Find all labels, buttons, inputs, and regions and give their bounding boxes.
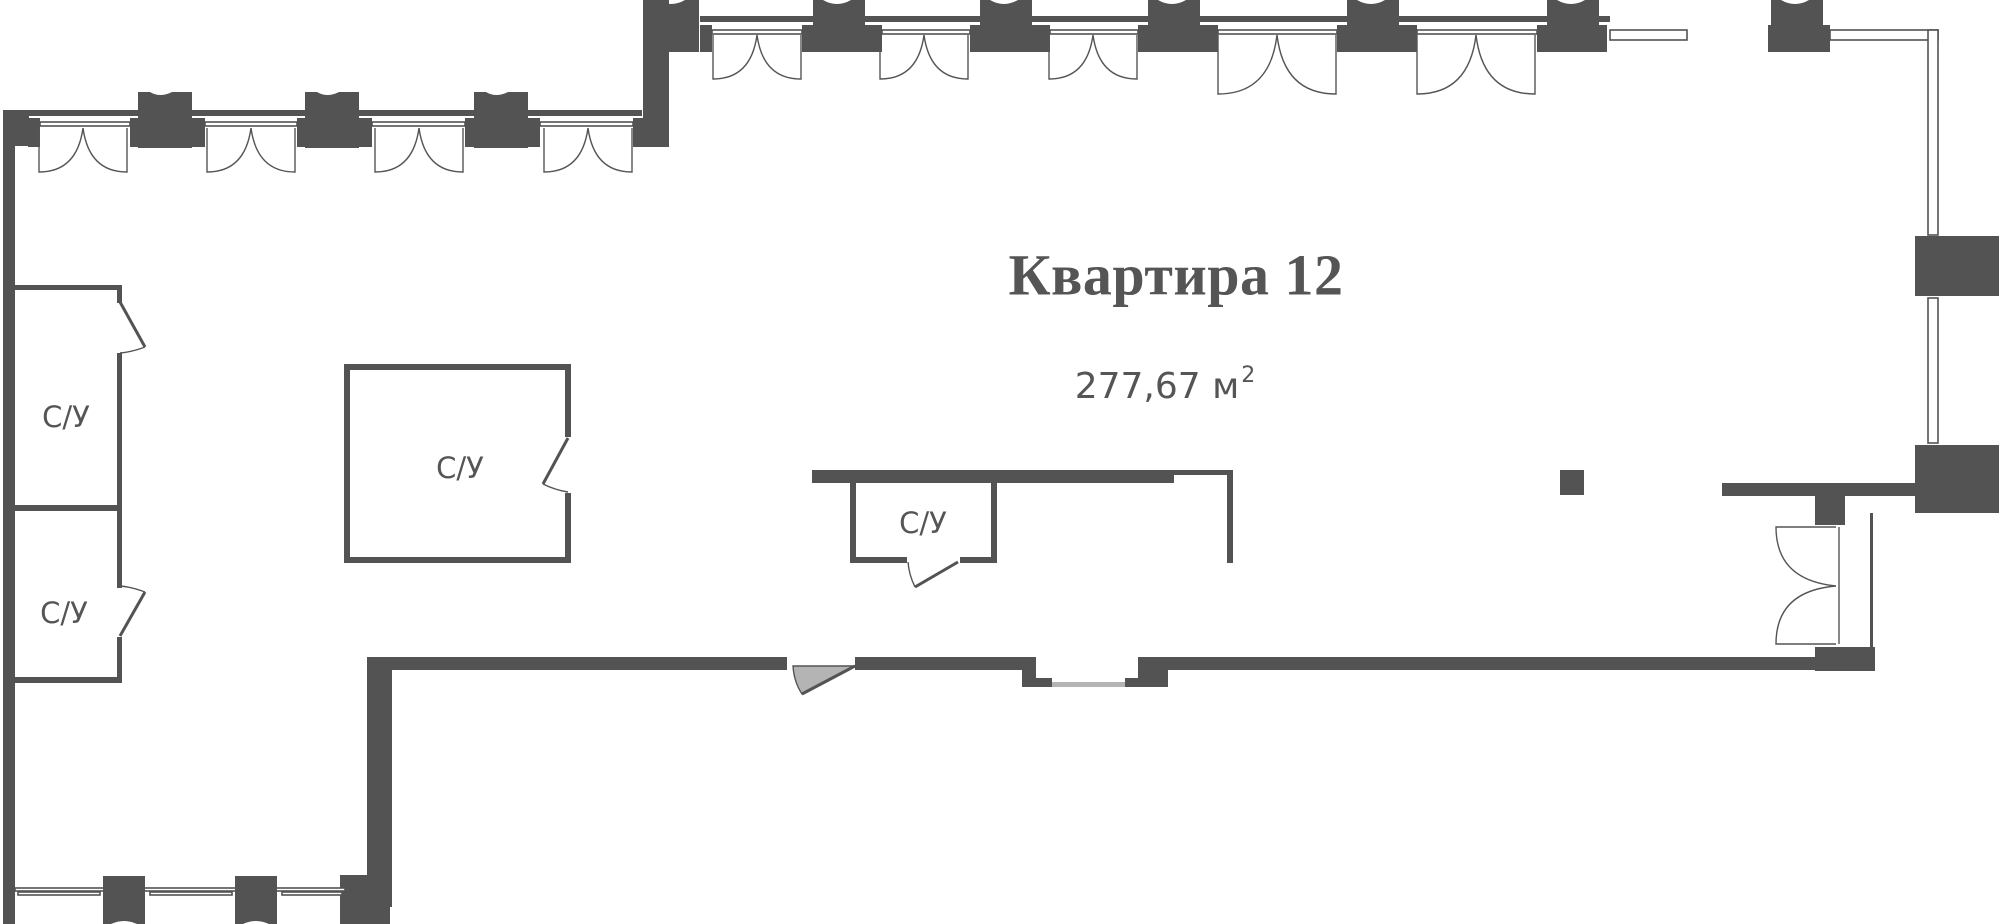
room-bathroom-left-upper[interactable]: С/У xyxy=(42,400,90,434)
facade-piers xyxy=(28,0,1830,924)
area-value: 277,67 м xyxy=(1074,366,1240,407)
room-bathroom-center-left[interactable]: С/У xyxy=(436,451,484,485)
room-bathroom-center[interactable]: С/У xyxy=(899,506,947,540)
window-glazing xyxy=(17,29,1538,896)
area-unit-superscript: 2 xyxy=(1241,363,1256,388)
interior-walls xyxy=(8,285,1584,683)
french-doors xyxy=(38,34,1840,645)
entry-door[interactable] xyxy=(792,664,856,696)
room-bathroom-left-lower[interactable]: С/У xyxy=(40,596,88,630)
apartment-area: 277,67 м2 xyxy=(1075,363,1256,407)
apartment-title: Квартира 12 xyxy=(1008,242,1344,308)
